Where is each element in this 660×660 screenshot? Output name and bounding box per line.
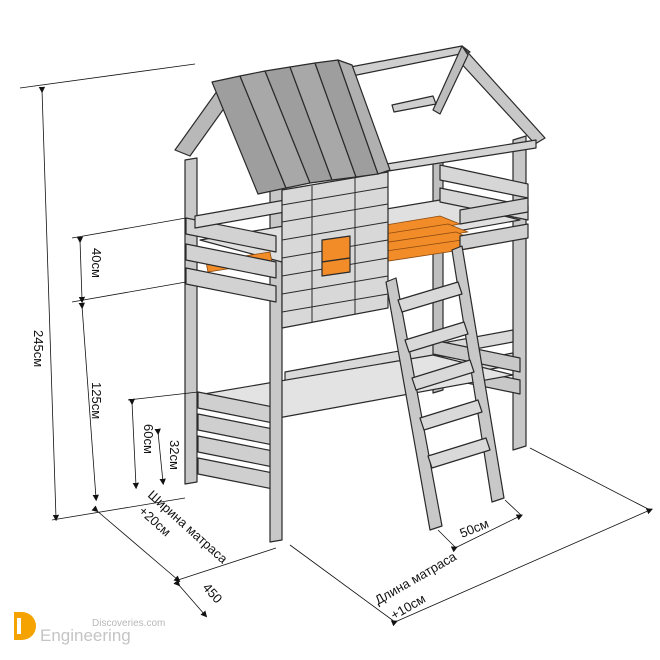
dim-ladder-width: 50см <box>458 516 491 541</box>
ladder-step-1 <box>397 281 463 313</box>
watermark-brand: Engineering <box>40 626 131 645</box>
dimension-lines <box>19 63 653 627</box>
dim-lower-rail-height: 60см <box>141 424 156 454</box>
house-wall-boards <box>281 178 389 322</box>
ladder-step-2 <box>404 321 469 353</box>
ladder <box>385 245 505 531</box>
house-window-2 <box>321 257 351 277</box>
upper-right-rail-1 <box>459 197 529 225</box>
logo-mark-inner-icon <box>17 618 21 634</box>
watermark-site: Discoveries.com <box>92 618 165 629</box>
dim-depth: 450 <box>200 580 226 606</box>
roof-frame-right-gable <box>457 45 546 145</box>
upper-front-rail-1 <box>185 217 277 253</box>
ladder-step-4 <box>419 399 483 431</box>
ladder-step-5 <box>427 437 491 469</box>
upper-front-rail-3 <box>185 267 277 303</box>
upper-front-rail-2 <box>185 243 277 279</box>
roof-frame-side <box>391 95 437 113</box>
roof-boards <box>211 59 391 195</box>
dim-lower-inner-height: 32см <box>167 440 182 470</box>
ladder-right-rail <box>451 245 505 503</box>
dim-total-height: 245см <box>31 330 46 367</box>
roof-frame-right-gable-2 <box>432 45 469 115</box>
front-left-post <box>184 157 198 485</box>
ladder-step-3 <box>411 359 475 391</box>
brand-logo: Discoveries.com Engineering <box>14 612 165 645</box>
upper-right-rail-2 <box>459 223 529 251</box>
dim-rail-height: 40см <box>89 248 104 278</box>
bed-structure <box>174 45 546 543</box>
dim-under-bed-height: 125см <box>89 382 104 419</box>
